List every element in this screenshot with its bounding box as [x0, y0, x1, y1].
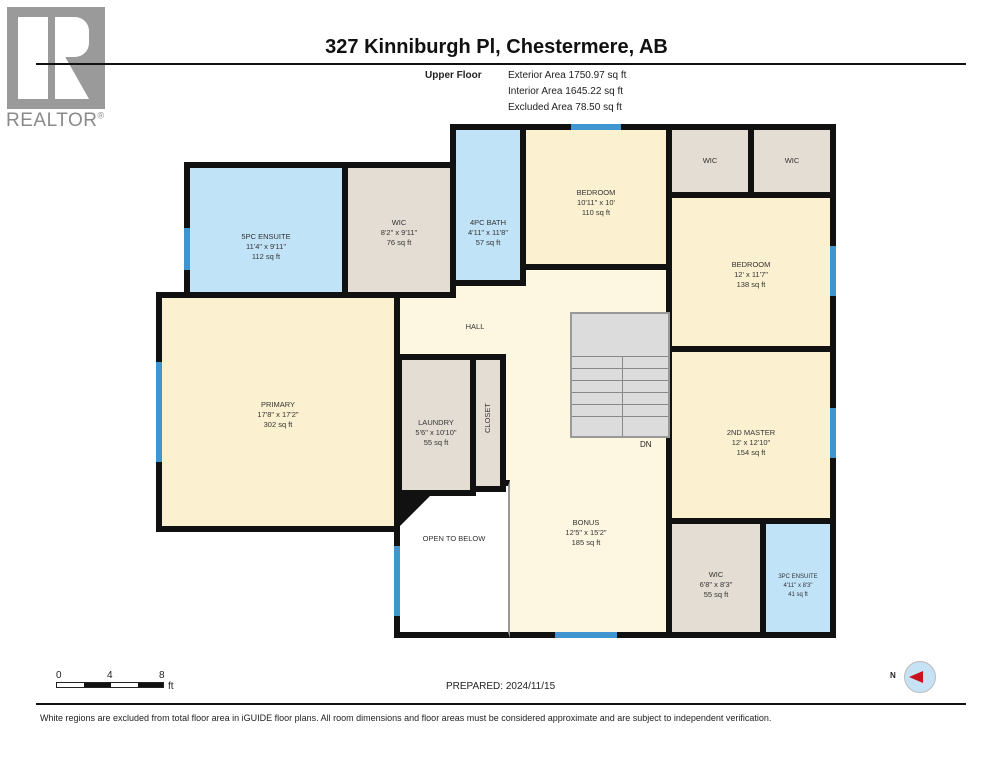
page-title: 327 Kinniburgh Pl, Chestermere, AB	[325, 36, 668, 58]
room-5pc-ensuite: 5PC ENSUITE 11'4" x 9'11" 112 sq ft	[184, 162, 348, 298]
window	[156, 362, 162, 462]
logo-mark	[55, 17, 89, 57]
room-3pc-ensuite: 3PC ENSUITE 4'11" x 8'3" 41 sq ft	[760, 518, 836, 638]
scale-bar	[56, 682, 164, 688]
room-wic: WIC	[666, 124, 754, 198]
room-dims: 5'6" x 10'10"	[415, 428, 457, 437]
room-area: 41 sq ft	[788, 592, 808, 598]
compass-north-label: N	[890, 671, 896, 680]
excluded-area: Excluded Area 78.50 sq ft	[508, 102, 622, 113]
disclaimer: White regions are excluded from total fl…	[40, 713, 772, 723]
scale-tick: 0	[56, 670, 62, 681]
room-name: 2ND MASTER	[726, 428, 776, 437]
room-area: 76 sq ft	[386, 238, 412, 247]
room-name: BONUS	[572, 518, 600, 527]
room-name: BEDROOM	[576, 188, 616, 197]
room-name: 4PC BATH	[469, 218, 507, 227]
room-4pc-bath: 4PC BATH 4'11" x 11'8" 57 sq ft	[450, 124, 526, 286]
divider	[36, 703, 966, 705]
room-bedroom: BEDROOM 10'11" x 10' 110 sq ft	[520, 124, 672, 270]
room-name: LAUNDRY	[418, 418, 454, 427]
room-dims: 12' x 11'7"	[734, 270, 768, 279]
room-dims: 4'11" x 8'3"	[783, 583, 813, 589]
room-wic: WIC 8'2" x 9'11" 76 sq ft	[342, 162, 456, 298]
window	[394, 546, 400, 616]
room-name: 3PC ENSUITE	[778, 574, 818, 580]
room-name: PRIMARY	[260, 400, 296, 409]
room-area: 154 sq ft	[736, 448, 766, 457]
room-dims: 8'2" x 9'11"	[380, 228, 418, 237]
interior-area: Interior Area 1645.22 sq ft	[508, 86, 624, 97]
room-bedroom: BEDROOM 12' x 11'7" 138 sq ft	[666, 192, 836, 354]
room-dims: 17'8" x 17'2"	[257, 410, 299, 419]
exterior-area: Exterior Area 1750.97 sq ft	[508, 70, 627, 81]
room-name: WIC	[708, 570, 724, 579]
scale-tick: 8	[159, 670, 165, 681]
room-dims: 12'5" x 15'2"	[565, 528, 607, 537]
room-area: 55 sq ft	[423, 438, 449, 447]
room-primary: PRIMARY 17'8" x 17'2" 302 sq ft	[156, 292, 400, 532]
window	[184, 228, 190, 270]
room-name: WIC	[784, 156, 800, 165]
stairs-down-label: DN	[640, 440, 652, 449]
room-area: 138 sq ft	[736, 280, 766, 289]
room-dims: 12' x 12'10"	[731, 438, 771, 447]
room-2nd-master: 2ND MASTER 12' x 12'10" 154 sq ft	[666, 346, 836, 526]
room-dims: 10'11" x 10'	[577, 198, 615, 207]
window	[555, 632, 617, 638]
scale-tick: 4	[107, 670, 113, 681]
prepared-date: PREPARED: 2024/11/15	[446, 681, 556, 692]
window	[830, 246, 836, 296]
room-area: 112 sq ft	[251, 252, 281, 261]
window	[571, 124, 621, 130]
room-laundry: LAUNDRY 5'6" x 10'10" 55 sq ft	[396, 354, 476, 496]
window	[830, 408, 836, 458]
room-area: 55 sq ft	[703, 590, 729, 599]
room-area: 185 sq ft	[571, 538, 601, 547]
divider	[36, 63, 966, 65]
room-name: WIC	[391, 218, 407, 227]
floor-label: Upper Floor	[425, 70, 482, 81]
room-area: 110 sq ft	[581, 208, 611, 217]
room-name: CLOSET	[483, 402, 492, 433]
room-wic: WIC 6'8" x 8'3" 55 sq ft	[666, 518, 766, 638]
staircase	[570, 312, 670, 438]
room-area: 302 sq ft	[263, 420, 293, 429]
room-wic: WIC	[748, 124, 836, 198]
room-name: OPEN TO BELOW	[422, 534, 486, 543]
room-closet: CLOSET	[470, 354, 506, 492]
room-dims: 4'11" x 11'8"	[467, 228, 509, 237]
compass-icon	[904, 661, 936, 693]
room-name: HALL	[465, 322, 485, 331]
room-area: 57 sq ft	[475, 238, 501, 247]
room-dims: 11'4" x 9'11"	[245, 242, 287, 251]
logo-mark	[18, 17, 48, 99]
room-name: 5PC ENSUITE	[241, 232, 291, 241]
realtor-wordmark: REALTOR®	[6, 110, 105, 131]
scale-unit: ft	[168, 681, 174, 692]
room-name: WIC	[702, 156, 718, 165]
room-name: BEDROOM	[731, 260, 771, 269]
room-dims: 6'8" x 8'3"	[699, 580, 733, 589]
